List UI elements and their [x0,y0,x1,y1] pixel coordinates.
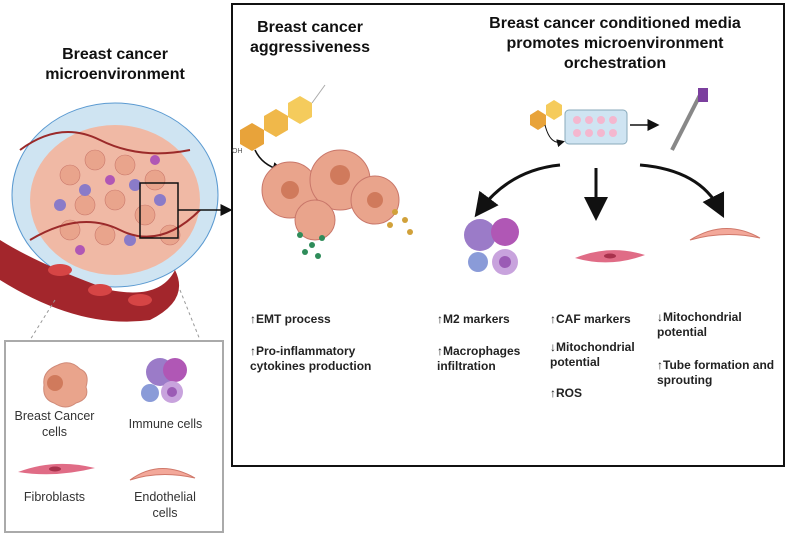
cytokines-icon [297,232,325,259]
aggressiveness-title: Breast cancer aggressiveness [249,19,371,56]
effect-tube: ↑Tube formation and sprouting [657,358,775,387]
legend-label-endothelial: Endothelial cells [134,490,196,520]
effect-cytokines: ↑Pro-inflammatory cytokines production [250,344,372,373]
legend-cancer-cell-icon [43,362,88,408]
orchestration-title: Breast cancer conditioned media promotes… [489,15,741,72]
legend-label-fibroblasts: Fibroblasts [23,490,86,504]
chemical-label: OH [232,148,243,155]
well-plate-icon [564,109,628,145]
effect-m2: ↑M2 markers [437,312,510,326]
arrow-to-endothelial [639,163,725,219]
effect-fibro-mito: ↓Mitochondrial potential [550,340,635,369]
effect-ros: ↑ROS [550,386,583,400]
microenvironment-title: Breast cancer microenvironment [45,46,185,83]
effect-caf: ↑CAF markers [550,312,631,326]
legend-endothelial-icon [129,468,196,481]
immune-cells-icon [464,218,519,275]
legend-label-immune: Immune cells [128,417,203,431]
effect-endo-mito: ↓Mitochondrial potential [657,310,742,339]
endothelial-cell-icon [689,228,761,241]
steroid-molecule-small-icon [530,100,562,130]
tumor-microenvironment-illustration [0,102,233,341]
legend-immune-cells-icon [141,358,187,403]
effect-macrophages: ↑Macrophages infiltration [437,344,521,373]
legend-label-cancer: Breast Cancer cells [14,409,95,439]
pipette-icon [670,88,708,151]
effect-emt: ↑EMT process [250,312,331,326]
steroid-molecule-icon [240,84,326,151]
main-panel [231,3,785,467]
arrow-to-immune [474,163,561,218]
legend-panel [4,340,224,533]
